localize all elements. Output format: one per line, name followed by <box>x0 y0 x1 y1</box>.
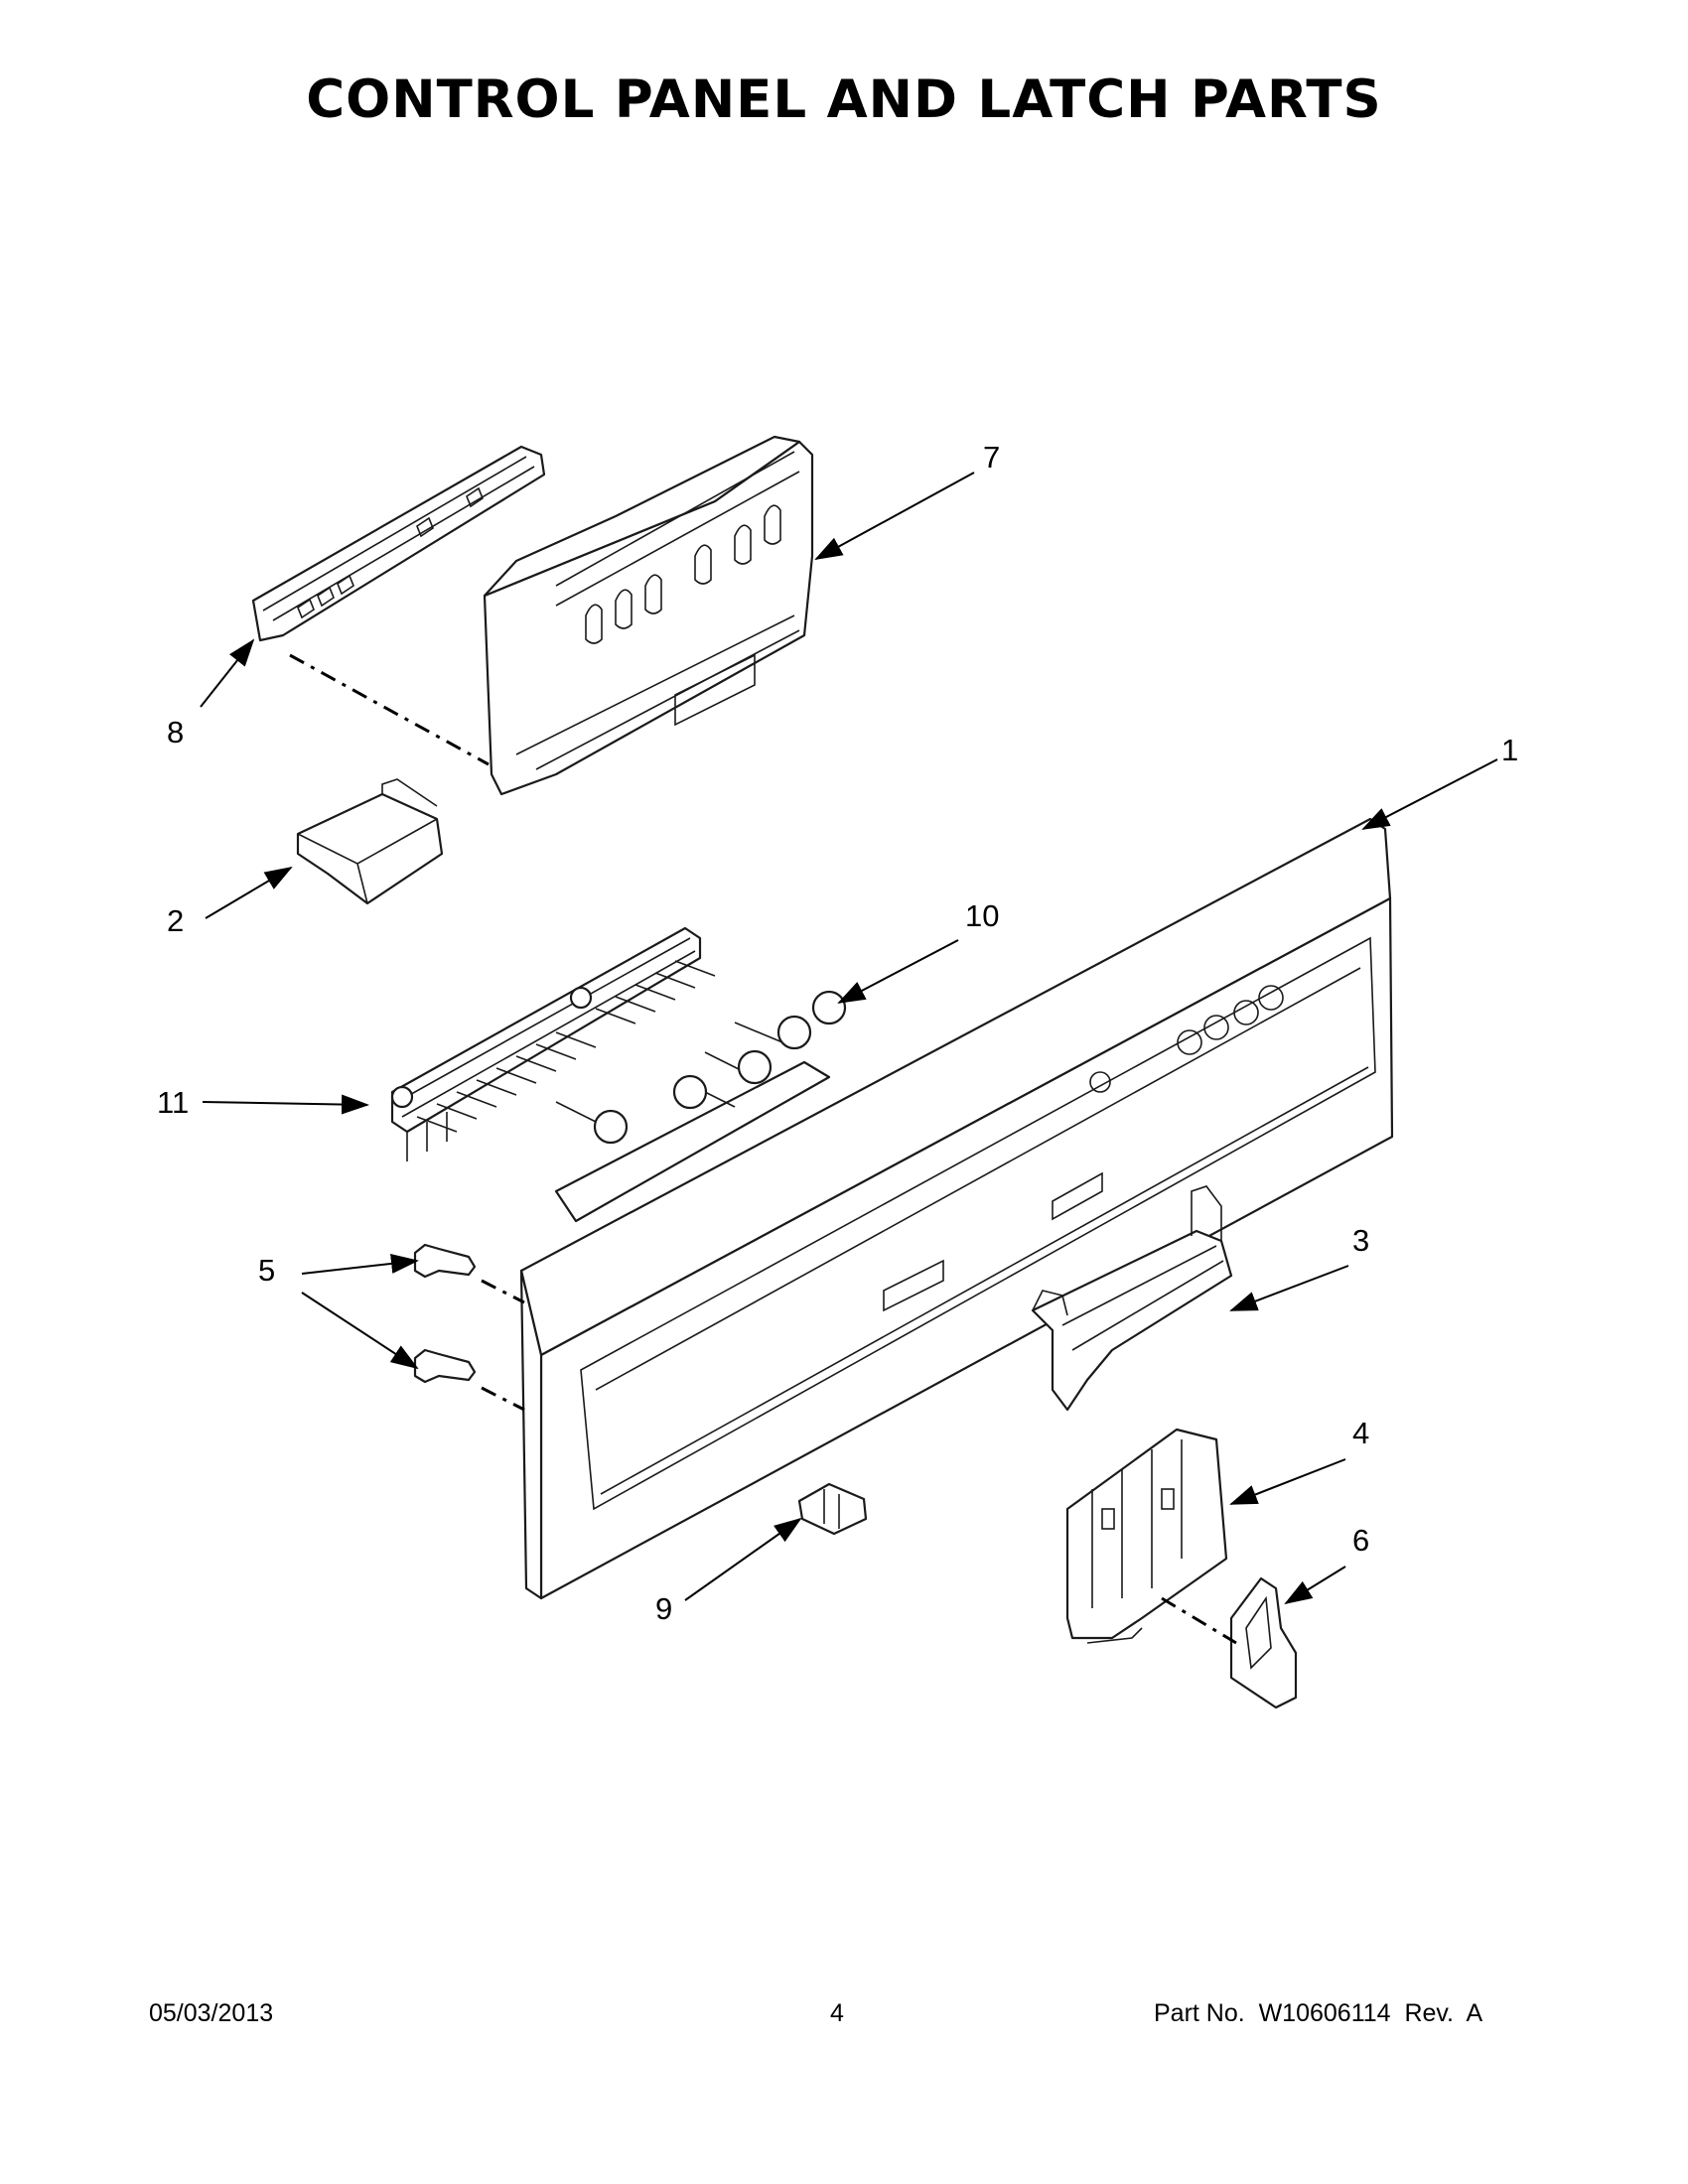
callout-3: 3 <box>1352 1223 1370 1258</box>
callout-2: 2 <box>167 903 185 938</box>
footer-part-number: Part No. W10606114 Rev. A <box>1154 1999 1483 2027</box>
callout-9: 9 <box>655 1591 673 1626</box>
leader-lines <box>200 472 1498 1605</box>
part-6-strike <box>1229 1576 1298 1709</box>
part-5-screws <box>413 1243 477 1384</box>
footer-page-number: 4 <box>830 1999 844 2027</box>
part-8-bracket <box>251 445 546 642</box>
callout-10: 10 <box>965 898 1000 933</box>
part-7-control-module <box>483 435 814 796</box>
part-11-button-rail <box>390 926 716 1161</box>
callout-1: 1 <box>1501 733 1519 767</box>
assembly-lines <box>289 653 1237 1645</box>
page-title: CONTROL PANEL AND LATCH PARTS <box>306 69 1382 130</box>
callout-4: 4 <box>1352 1416 1370 1450</box>
callout-6: 6 <box>1352 1523 1370 1558</box>
part-10-buttons <box>554 990 847 1223</box>
callout-5: 5 <box>258 1253 276 1288</box>
part-9-switch <box>797 1482 868 1536</box>
part-3-strap <box>1031 1185 1233 1412</box>
callout-8: 8 <box>167 715 185 750</box>
footer-date: 05/03/2013 <box>149 1999 274 2027</box>
part-1-control-panel <box>519 817 1394 1600</box>
part-4-latch <box>1065 1428 1228 1644</box>
part-2-bracket <box>296 778 444 905</box>
callout-11: 11 <box>157 1085 190 1120</box>
callout-7: 7 <box>983 440 1001 475</box>
